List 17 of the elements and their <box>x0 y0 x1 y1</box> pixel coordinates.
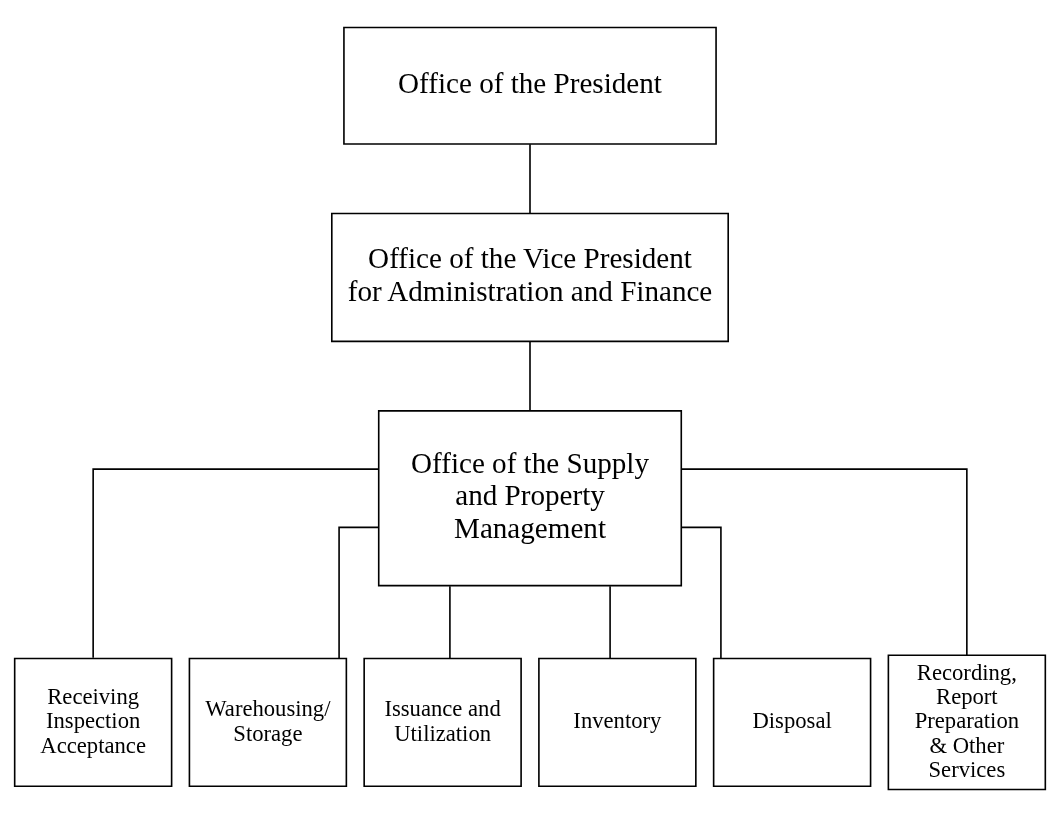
node-box: Office of the Vice President for Administration and Finance <box>331 212 729 343</box>
connector <box>680 468 968 656</box>
node-box: Warehousing/ Storage <box>188 657 348 788</box>
node-box: Office of the President <box>343 26 717 145</box>
node-box: Issuance and Utilization <box>363 657 522 788</box>
connector <box>449 585 451 660</box>
node-box: Inventory <box>538 657 697 788</box>
connector <box>529 143 531 215</box>
node-box: Office of the Supply and Property Management <box>377 410 683 587</box>
connector <box>680 526 722 659</box>
connector <box>609 585 611 660</box>
node-box: Recording, Report Preparation & Other Services <box>887 654 1047 791</box>
connector <box>529 341 531 412</box>
node-box: Disposal <box>712 657 872 788</box>
node-box: Receiving Inspection Acceptance <box>13 657 173 788</box>
connector <box>338 526 380 659</box>
connector <box>92 468 380 659</box>
